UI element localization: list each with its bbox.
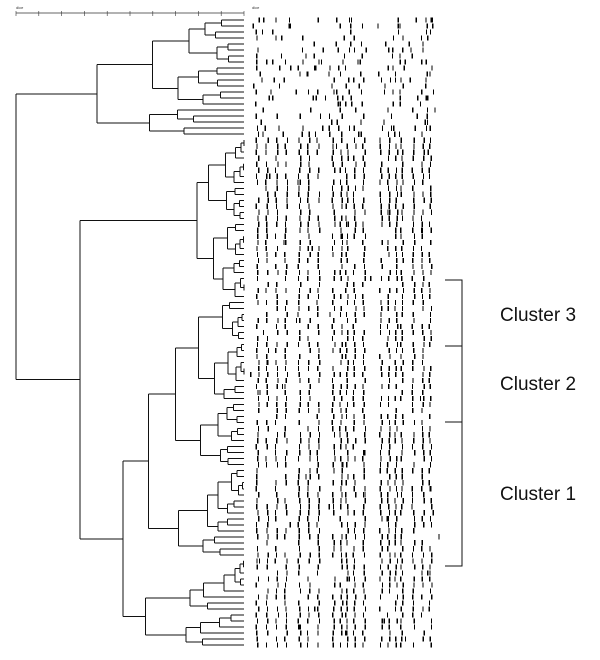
cluster-brackets <box>445 279 463 567</box>
cluster-3-label: Cluster 3 <box>500 305 577 326</box>
cluster-3-bracket <box>445 279 463 567</box>
cluster-1-label: Cluster 1 <box>500 484 577 505</box>
scale-label-left: dice <box>16 5 24 10</box>
scale-label-right: dice <box>252 5 260 10</box>
scale-ticks <box>15 11 245 16</box>
dendrogram-tree <box>15 19 245 646</box>
gel-band-pattern <box>250 17 440 648</box>
cluster-2-label: Cluster 2 <box>500 374 577 395</box>
similarity-scale: dice dice <box>15 5 260 16</box>
